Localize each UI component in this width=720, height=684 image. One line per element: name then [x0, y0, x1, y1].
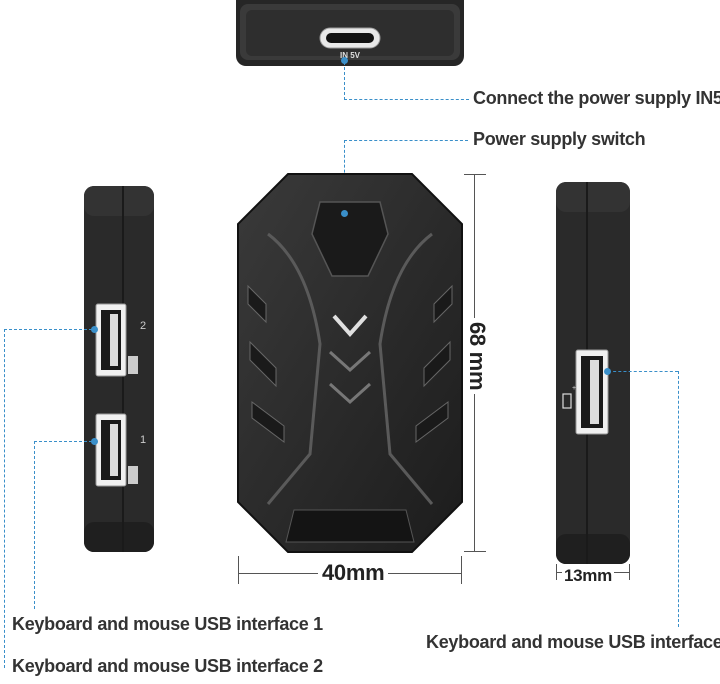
power-input-leader-h — [344, 99, 469, 100]
callout-power-input: Connect the power supply IN5V — [473, 88, 720, 108]
height-dim-tick-bottom — [464, 551, 486, 552]
callout-power-switch: Power supply switch — [473, 129, 646, 149]
power-input-leader-v — [344, 62, 345, 100]
front-device-view — [237, 173, 463, 553]
usb2-leader-v — [4, 329, 5, 668]
power-switch-dot — [341, 210, 348, 217]
usb1-leader-h — [34, 441, 92, 442]
callout-usb1: Keyboard and mouse USB interface 1 — [12, 614, 323, 634]
callout-usb2: Keyboard and mouse USB interface 2 — [12, 656, 323, 676]
usb1-dot — [91, 438, 98, 445]
usb-right-leader-v — [678, 371, 679, 627]
usb2-dot — [91, 326, 98, 333]
usb-right-leader-h — [608, 371, 678, 372]
right-side-device-view: + — [556, 182, 630, 564]
usb1-port-mark: 1 — [140, 434, 146, 446]
power-input-dot — [341, 57, 348, 64]
height-dimension-label: 68 mm — [464, 318, 490, 395]
usb-right-dot — [604, 368, 611, 375]
depth-dim-tick-left — [556, 564, 557, 580]
height-dim-tick-top — [464, 174, 486, 175]
callout-usb-right: Keyboard and mouse USB interface — [426, 632, 720, 652]
depth-dimension-label: 13mm — [562, 566, 614, 586]
depth-dim-tick-right — [629, 564, 630, 580]
usb1-leader-v — [34, 441, 35, 609]
usb2-port-mark: 2 — [140, 320, 146, 332]
power-switch-leader-h — [344, 140, 468, 141]
port-label-in5v: IN 5V — [340, 51, 361, 60]
width-dim-tick-right — [461, 556, 462, 584]
left-side-device-view — [84, 186, 154, 552]
width-dimension-label: 40mm — [318, 560, 389, 586]
top-device-view: IN 5V — [236, 0, 464, 66]
width-dim-tick-left — [238, 556, 239, 584]
usb2-leader-h — [4, 329, 92, 330]
svg-text:+: + — [572, 385, 576, 392]
